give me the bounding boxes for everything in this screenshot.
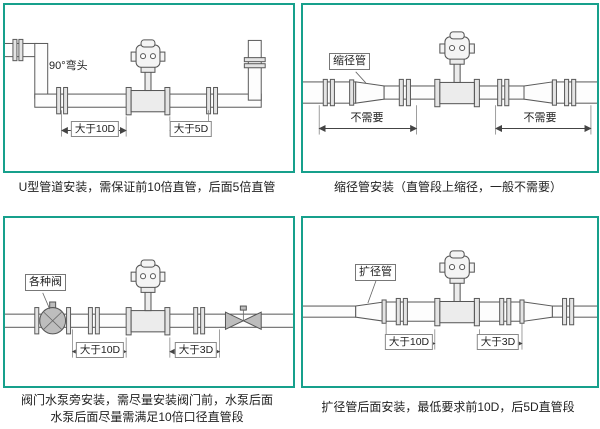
dim-label-3d: 大于3D [476, 334, 520, 350]
caption-u-type: U型管道安装，需保证前10倍直管，后面5倍直管 [18, 180, 276, 194]
flowmeter [434, 250, 480, 327]
caption-line-1: 阀门水泵旁安装，需尽量安装阀门前，水泵后面 [20, 393, 273, 407]
expander-label: 扩径管 [355, 264, 396, 281]
gate-valve [224, 305, 262, 331]
valves-label: 各种阀 [25, 274, 66, 291]
caption-line-2: 水泵后面尽量需满足10倍口径直管段 [50, 410, 244, 424]
large-pipe-left [303, 81, 357, 104]
flowmeter [125, 39, 171, 116]
valve-drawing [5, 259, 293, 358]
not-needed-right: 不需要 [521, 109, 559, 125]
reducer-cone [523, 301, 553, 322]
caption-valve-pump: 阀门水泵旁安装，需尽量安装阀门前，水泵后面 水泵后面尽量需满足10倍口径直管段 [3, 392, 291, 426]
reducer-cone [355, 81, 385, 104]
flowmeter [434, 31, 480, 108]
panel-reducer: 缩径管 不需要 不需要 [301, 3, 599, 173]
dim-label-5d: 大于5D [169, 121, 213, 137]
caption-expander: 扩径管后面安装，最低要求前10D，后5D直管段 [321, 400, 575, 414]
panel-valve-pump: 各种阀 大于10D 大于3D [3, 216, 295, 388]
flowmeter [125, 259, 171, 336]
dim-label-10d: 大于10D [75, 342, 125, 358]
elbow-drop-pipe [34, 42, 49, 99]
small-pipe-right [551, 305, 597, 318]
dim-label-10d: 大于10D [384, 334, 434, 350]
expander-drawing [303, 250, 597, 350]
not-needed-left: 不需要 [348, 109, 386, 125]
leader-line [42, 292, 51, 310]
leader-line [367, 280, 377, 304]
u-type-drawing [5, 38, 266, 137]
riser-pipe [247, 39, 262, 101]
reducer-drawing [303, 31, 597, 135]
caption-reducer: 缩径管安装（直管段上缩径，一般不需要） [333, 180, 562, 194]
expander-cone [523, 81, 553, 104]
dimension-lines [318, 105, 592, 135]
reducer-label: 缩径管 [329, 53, 370, 70]
small-pipe-left [303, 305, 357, 318]
elbow-label: 90°弯头 [49, 60, 88, 72]
expander-cone [355, 301, 385, 322]
panel-expander: 扩径管 大于10D 大于3D [301, 216, 599, 388]
dim-label-10d: 大于10D [70, 121, 120, 137]
panel-u-type: 90°弯头 大于10D 大于5D [3, 3, 295, 173]
dim-label-3d: 大于3D [174, 342, 218, 358]
leader-line [355, 71, 367, 84]
